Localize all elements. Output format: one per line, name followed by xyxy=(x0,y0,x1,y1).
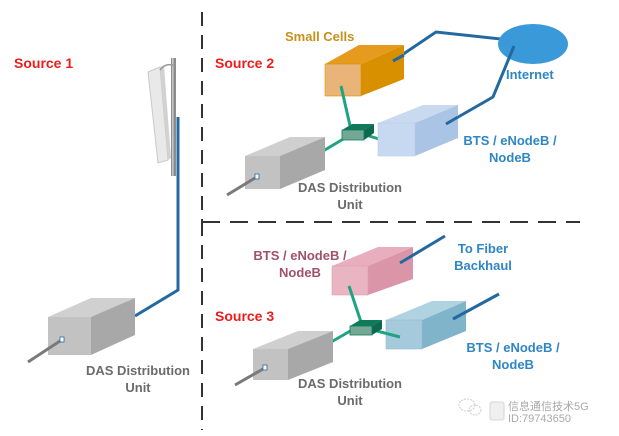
source1-label: Source 1 xyxy=(14,55,74,71)
source3-splitter xyxy=(349,320,382,336)
source2-das-unit xyxy=(226,137,325,197)
source2-bts-label-line1: BTS / eNodeB / xyxy=(463,133,557,148)
fiber-backhaul-label-line2: Backhaul xyxy=(454,258,512,273)
source2-bts-box xyxy=(377,105,459,157)
small-cells-box xyxy=(324,45,405,97)
source3-teal-bts-label-line1: BTS / eNodeB / xyxy=(466,340,560,355)
internet-cloud-icon xyxy=(498,24,568,64)
small-cell-internet-link xyxy=(392,30,511,63)
source1-das-label: DAS Distribution Unit xyxy=(78,362,198,396)
source2-das-label: DAS Distribution Unit xyxy=(290,179,410,213)
link-small-cells-splitter xyxy=(339,85,353,131)
source2-splitter xyxy=(341,124,374,141)
source1-feeder-cable xyxy=(134,117,180,318)
source3-das-label-line1: DAS Distribution xyxy=(298,376,402,391)
small-cells-label: Small Cells xyxy=(285,29,355,44)
source3-teal-bts-label-line2: NodeB xyxy=(492,357,534,372)
teal-bts-backhaul-link xyxy=(452,292,500,321)
source1-das-unit xyxy=(27,298,135,364)
source3-pink-bts-label: BTS / eNodeB / NodeB xyxy=(245,247,355,281)
fiber-backhaul-link xyxy=(399,234,446,265)
source3-pink-bts-label-line2: NodeB xyxy=(279,265,321,280)
source2-label: Source 2 xyxy=(215,55,275,71)
source1-das-label-line2: Unit xyxy=(125,380,151,395)
source3-pink-bts-label-line1: BTS / eNodeB / xyxy=(253,248,347,263)
source3-label: Source 3 xyxy=(215,308,275,324)
source2-das-label-line1: DAS Distribution xyxy=(298,180,402,195)
wechat-watermark-icon xyxy=(458,398,505,421)
source2-das-label-line2: Unit xyxy=(337,197,363,212)
fiber-backhaul-label: To Fiber Backhaul xyxy=(448,240,518,274)
watermark-line2: ID:79743650 xyxy=(508,413,571,425)
bts-internet-link xyxy=(445,45,516,126)
source3-das-label-line2: Unit xyxy=(337,393,363,408)
source3-das-unit xyxy=(234,331,333,387)
fiber-backhaul-label-line1: To Fiber xyxy=(457,241,509,256)
source1-das-label-line1: DAS Distribution xyxy=(86,363,190,378)
link-pink-bts-splitter xyxy=(347,285,363,323)
source2-bts-label-line2: NodeB xyxy=(489,150,531,165)
source3-das-label: DAS Distribution Unit xyxy=(290,375,410,409)
internet-label: Internet xyxy=(506,67,554,82)
source3-teal-bts-label: BTS / eNodeB / NodeB xyxy=(458,339,568,373)
antenna-icon xyxy=(147,58,176,176)
watermark-line1: 信息通信技术5G xyxy=(508,401,589,413)
source2-bts-label: BTS / eNodeB / NodeB xyxy=(455,132,565,166)
source3-bts-pink-box xyxy=(331,234,446,296)
watermark-text: 信息通信技术5G ID:79743650 xyxy=(508,401,589,425)
